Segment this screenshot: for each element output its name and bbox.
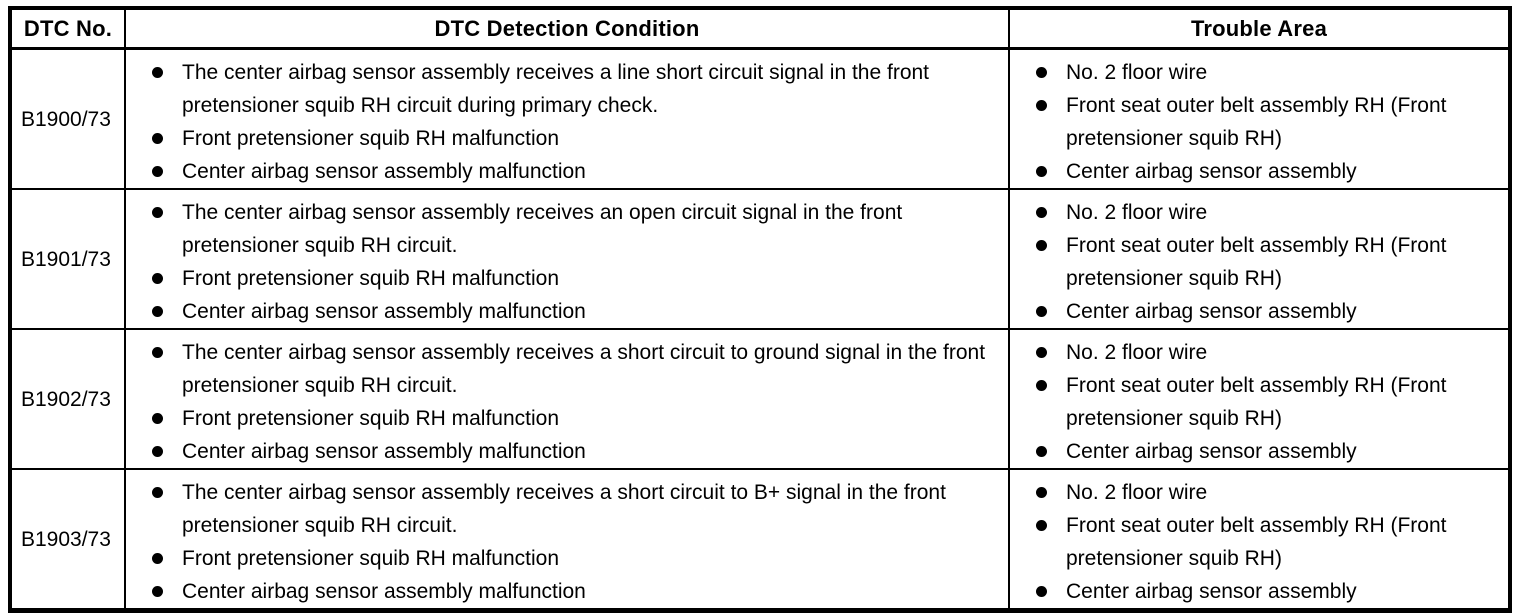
condition-item: Front pretensioner squib RH malfunction — [126, 542, 1008, 575]
trouble-area-item: Front seat outer belt assembly RH (Front… — [1010, 229, 1508, 295]
trouble-area-item: Front seat outer belt assembly RH (Front… — [1010, 369, 1508, 435]
detection-condition-cell: The center airbag sensor assembly receiv… — [124, 468, 1010, 612]
header-detection-condition: DTC Detection Condition — [124, 7, 1010, 50]
dtc-table: DTC No. DTC Detection Condition Trouble … — [8, 6, 1512, 613]
trouble-area-item: No. 2 floor wire — [1010, 56, 1508, 89]
condition-list: The center airbag sensor assembly receiv… — [126, 196, 1008, 328]
condition-item: The center airbag sensor assembly receiv… — [126, 476, 1008, 542]
header-row: DTC No. DTC Detection Condition Trouble … — [9, 7, 1511, 50]
header-trouble-area: Trouble Area — [1008, 7, 1511, 50]
trouble-area-item: Center airbag sensor assembly — [1010, 575, 1508, 608]
condition-item: Front pretensioner squib RH malfunction — [126, 122, 1008, 155]
table-row: B1902/73 The center airbag sensor assemb… — [9, 328, 1511, 470]
trouble-area-item: Center airbag sensor assembly — [1010, 155, 1508, 188]
condition-list: The center airbag sensor assembly receiv… — [126, 476, 1008, 608]
condition-list: The center airbag sensor assembly receiv… — [126, 56, 1008, 188]
condition-item: Center airbag sensor assembly malfunctio… — [126, 155, 1008, 188]
trouble-area-item: No. 2 floor wire — [1010, 196, 1508, 229]
condition-item: The center airbag sensor assembly receiv… — [126, 336, 1008, 402]
dtc-number-cell: B1903/73 — [9, 468, 126, 612]
trouble-area-item: Front seat outer belt assembly RH (Front… — [1010, 509, 1508, 575]
condition-item: The center airbag sensor assembly receiv… — [126, 56, 1008, 122]
detection-condition-cell: The center airbag sensor assembly receiv… — [124, 328, 1010, 470]
trouble-area-item: Center airbag sensor assembly — [1010, 435, 1508, 468]
condition-item: The center airbag sensor assembly receiv… — [126, 196, 1008, 262]
header-dtc-no: DTC No. — [9, 7, 126, 50]
dtc-table-header: DTC No. DTC Detection Condition Trouble … — [9, 7, 1511, 50]
trouble-area-item: No. 2 floor wire — [1010, 476, 1508, 509]
dtc-number-cell: B1902/73 — [9, 328, 126, 470]
trouble-area-item: Center airbag sensor assembly — [1010, 295, 1508, 328]
detection-condition-cell: The center airbag sensor assembly receiv… — [124, 188, 1010, 330]
detection-condition-cell: The center airbag sensor assembly receiv… — [124, 47, 1010, 190]
condition-item: Center airbag sensor assembly malfunctio… — [126, 295, 1008, 328]
condition-item: Center airbag sensor assembly malfunctio… — [126, 435, 1008, 468]
table-row: B1901/73 The center airbag sensor assemb… — [9, 188, 1511, 330]
condition-item: Front pretensioner squib RH malfunction — [126, 262, 1008, 295]
condition-item: Front pretensioner squib RH malfunction — [126, 402, 1008, 435]
trouble-area-item: Front seat outer belt assembly RH (Front… — [1010, 89, 1508, 155]
dtc-table-body: B1900/73 The center airbag sensor assemb… — [9, 47, 1511, 612]
dtc-number-cell: B1901/73 — [9, 188, 126, 330]
trouble-area-item: No. 2 floor wire — [1010, 336, 1508, 369]
table-row: B1900/73 The center airbag sensor assemb… — [9, 47, 1511, 190]
condition-list: The center airbag sensor assembly receiv… — [126, 336, 1008, 468]
dtc-number-cell: B1900/73 — [9, 47, 126, 190]
condition-item: Center airbag sensor assembly malfunctio… — [126, 575, 1008, 608]
table-row: B1903/73 The center airbag sensor assemb… — [9, 468, 1511, 612]
